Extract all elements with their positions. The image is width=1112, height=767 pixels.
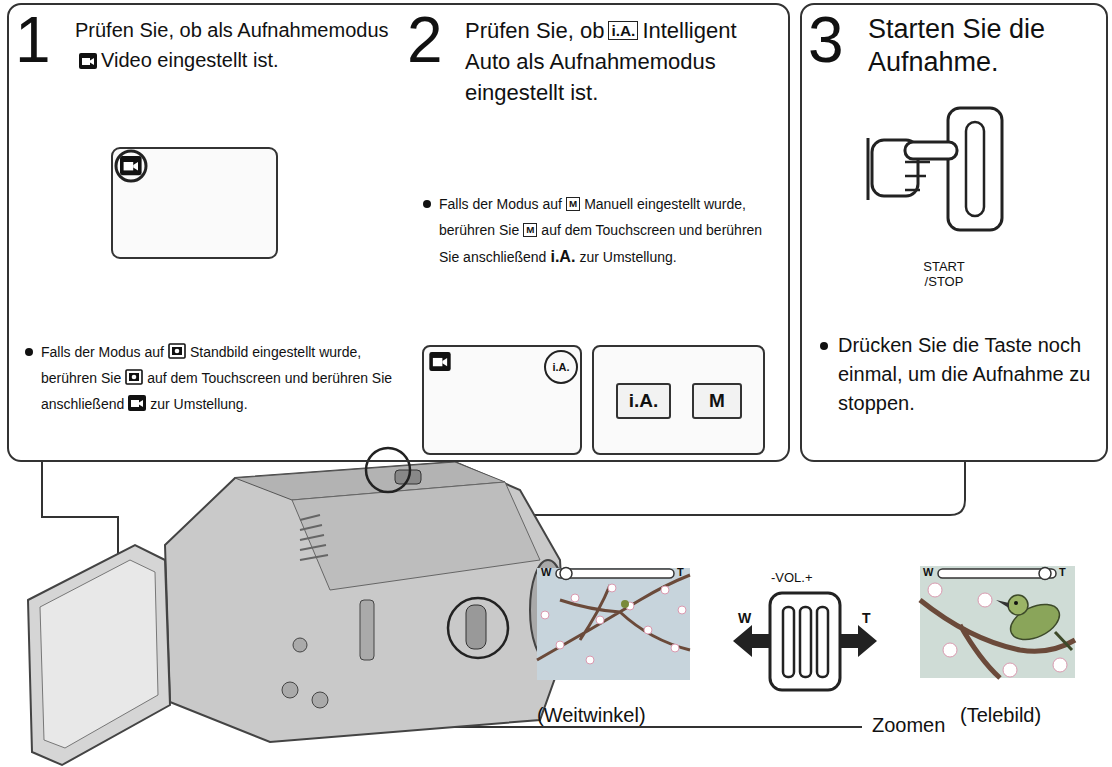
text-span: Prüfen Sie, ob — [465, 18, 604, 43]
text-span: 1 — [15, 4, 51, 76]
text-span: i.A. — [552, 361, 569, 373]
still-mode-icon — [168, 343, 186, 359]
text-span: Video eingestellt ist. — [101, 49, 279, 71]
label: (Weitwinkel) — [537, 704, 646, 727]
bullet-dot — [423, 200, 431, 208]
still-mode-icon — [125, 369, 143, 385]
video-mode-icon — [429, 352, 451, 371]
lcd-screen: i.A. — [422, 345, 582, 455]
label: Zoomen — [872, 714, 945, 737]
step-number: 1 — [15, 5, 51, 75]
inline-symbol: M — [523, 223, 537, 237]
text-span: M — [709, 391, 725, 411]
text-span: Starten Sie die Aufnahme. — [868, 14, 1045, 77]
text-span: 2 — [407, 4, 443, 76]
inline-symbol: i.A. — [550, 247, 575, 265]
label: W — [923, 566, 933, 578]
note-text: Drücken Sie die Taste noch einmal, um di… — [838, 331, 1100, 418]
bullet-dot — [25, 348, 33, 356]
mode-indicator: i.A. — [544, 350, 578, 384]
label: T — [1059, 566, 1066, 578]
step-number: 2 — [407, 5, 443, 75]
touch-button: M — [692, 383, 742, 419]
inline-symbol: M — [566, 197, 580, 211]
text-span: Prüfen Sie, ob als Aufnahmemodus — [75, 19, 389, 41]
touch-button: i.A. — [616, 383, 671, 419]
lcd-screen: i.A. M — [592, 345, 765, 455]
inline-symbol: i.A. — [608, 21, 638, 40]
text-span: 3 — [808, 4, 844, 76]
text-span: i.A. — [629, 391, 659, 411]
label: T — [862, 610, 871, 626]
note-text: Falls der Modus aufMManuell eingestellt … — [439, 191, 784, 270]
step-heading: Prüfen Sie, obi.A.Intelligent Auto als A… — [465, 15, 785, 108]
label: (Telebild) — [960, 704, 1041, 727]
text-span: zur Umstellung. — [150, 396, 247, 412]
step-panel: i.A. i.A. M 1 Prüfen Sie, ob als Aufnahmemod… — [7, 3, 790, 462]
label: W — [541, 566, 551, 578]
text-span: Drücken Sie die Taste noch einmal, um di… — [838, 334, 1090, 414]
label: T — [677, 566, 684, 578]
bullet-dot — [820, 342, 828, 350]
step-number: 3 — [808, 5, 844, 75]
note-text: Falls der Modus aufStandbild eingestellt… — [41, 339, 419, 417]
step-heading: Prüfen Sie, ob als AufnahmemodusVideo ei… — [75, 15, 410, 75]
step-heading: Starten Sie die Aufnahme. — [868, 13, 1093, 79]
text-span: zur Umstellung. — [579, 249, 676, 265]
button-label: START /STOP — [920, 259, 968, 289]
text-span: Falls der Modus auf — [439, 196, 562, 212]
video-mode-icon — [79, 53, 97, 69]
video-mode-icon — [128, 395, 146, 411]
label: W — [738, 610, 751, 626]
label: -VOL.+ — [771, 570, 813, 585]
text-span: Falls der Modus auf — [41, 344, 164, 360]
text-span: START /STOP — [923, 259, 964, 289]
step-panel: 3 Starten Sie die Aufnahme. START /STOP Drü… — [800, 3, 1108, 462]
